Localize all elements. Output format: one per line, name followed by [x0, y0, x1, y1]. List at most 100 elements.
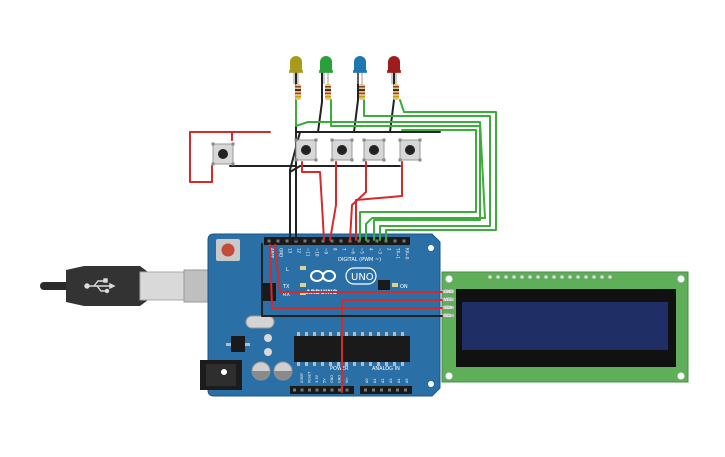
led-l-label: L	[286, 267, 289, 273]
power-pin-label: RESET	[308, 371, 312, 383]
chip-legs	[297, 332, 404, 366]
digital-pin-label: ~6	[351, 248, 356, 254]
lcd-pin[interactable]	[442, 314, 454, 317]
push-button[interactable]	[211, 142, 235, 166]
digital-pin-hole[interactable]	[357, 239, 361, 243]
digital-pin-label: ~10	[315, 248, 320, 257]
lcd-pad	[488, 275, 492, 279]
led-wire[interactable]	[295, 99, 486, 241]
digital-pin-label: ~5	[360, 248, 365, 254]
lcd-pad	[568, 275, 572, 279]
push-button[interactable]	[362, 138, 386, 162]
ground-wire[interactable]	[229, 165, 297, 173]
digital-header	[264, 237, 410, 245]
button-wire[interactable]	[329, 161, 337, 241]
lcd-pad	[592, 275, 596, 279]
led[interactable]	[319, 56, 333, 84]
digital-pin-hole[interactable]	[402, 239, 406, 243]
digital-pin-hole[interactable]	[276, 239, 280, 243]
on-label: ON	[400, 284, 408, 290]
button-wire[interactable]	[301, 161, 325, 241]
digital-pin-hole[interactable]	[366, 239, 370, 243]
usb-icon	[84, 278, 116, 294]
lcd-pin[interactable]	[442, 306, 454, 309]
lcd-scl-wire[interactable]	[261, 299, 443, 317]
power-pin-hole[interactable]	[338, 388, 341, 392]
digital-pin-hole[interactable]	[285, 239, 289, 243]
analog-pin-label: A4	[397, 378, 401, 383]
atmega-chip	[294, 336, 410, 362]
led-wire[interactable]	[363, 99, 491, 241]
resistor[interactable]	[359, 84, 365, 100]
power-pin-hole[interactable]	[323, 388, 326, 392]
lcd-pin[interactable]	[442, 298, 454, 301]
ground-wire[interactable]	[329, 71, 359, 133]
power-pin-label: GND	[338, 375, 342, 383]
analog-pin-hole[interactable]	[396, 388, 399, 392]
lcd-pad	[512, 275, 516, 279]
power-pin-label: GND	[330, 375, 334, 383]
digital-pin-hole[interactable]	[267, 239, 271, 243]
power-pin-hole[interactable]	[300, 388, 304, 392]
digital-pin-label: ~3	[378, 248, 383, 254]
digital-pin-hole[interactable]	[375, 239, 379, 243]
digital-pin-hole[interactable]	[393, 239, 397, 243]
led[interactable]	[289, 56, 303, 84]
digital-pin-hole[interactable]	[312, 239, 316, 243]
analog-pin-hole[interactable]	[404, 388, 407, 392]
ground-wire[interactable]	[289, 165, 401, 173]
power-pin-label: 3.3V	[315, 374, 319, 383]
button-wire[interactable]	[349, 161, 367, 241]
button-wire[interactable]	[231, 131, 271, 141]
lcd-pad	[600, 275, 604, 279]
power-pin-hole[interactable]	[308, 388, 311, 392]
digital-pin-hole[interactable]	[339, 239, 343, 243]
resistor[interactable]	[295, 84, 301, 100]
button-wire[interactable]	[355, 161, 403, 241]
power-pin-hole[interactable]	[330, 388, 334, 392]
resistor[interactable]	[325, 84, 331, 100]
led-wire[interactable]	[359, 129, 477, 241]
analog-pin-hole[interactable]	[364, 388, 367, 392]
digital-pin-label: 13	[288, 248, 293, 254]
analog-label: ANALOG IN	[372, 366, 400, 372]
led[interactable]	[387, 56, 401, 84]
reset-button[interactable]	[221, 243, 235, 257]
digital-pin-label: ~9	[324, 248, 329, 254]
push-button[interactable]	[294, 138, 318, 162]
digital-pin-hole[interactable]	[330, 239, 334, 243]
led[interactable]	[353, 56, 367, 84]
digital-pin-label: 7	[342, 248, 347, 251]
digital-pin-label: 4	[369, 248, 374, 251]
analog-pin-hole[interactable]	[388, 388, 391, 392]
lcd-vcc-wire[interactable]	[269, 244, 443, 309]
led-wire[interactable]	[385, 99, 497, 241]
push-button[interactable]	[398, 138, 422, 162]
analog-pin-hole[interactable]	[380, 388, 383, 392]
ground-wire[interactable]	[299, 71, 323, 133]
analog-pin-hole[interactable]	[372, 388, 375, 392]
lcd-pin-label: SDA	[444, 305, 453, 310]
power-pin-hole[interactable]	[345, 388, 349, 392]
analog-pin-label: A3	[389, 378, 393, 383]
lcd-screen	[462, 302, 668, 350]
lcd-gnd-wire[interactable]	[274, 244, 443, 293]
lcd-pad	[544, 275, 548, 279]
digital-pin-hole[interactable]	[303, 239, 307, 243]
led-tx-label: TX	[282, 284, 290, 290]
wires[interactable]	[189, 71, 497, 393]
power-pin-hole[interactable]	[293, 388, 296, 392]
digital-pin-hole[interactable]	[321, 239, 325, 243]
resistor[interactable]	[393, 84, 399, 100]
lcd-pad	[536, 275, 540, 279]
digital-pin-hole[interactable]	[348, 239, 352, 243]
lcd-pin[interactable]	[442, 290, 454, 293]
power-pin-hole[interactable]	[315, 388, 319, 392]
power-pin-label: IOREF	[300, 373, 304, 383]
lcd-pin-label: GND	[444, 289, 453, 294]
analog-pin-label: A2	[381, 378, 385, 383]
analog-pin-label: A1	[373, 378, 377, 383]
push-button[interactable]	[330, 138, 354, 162]
